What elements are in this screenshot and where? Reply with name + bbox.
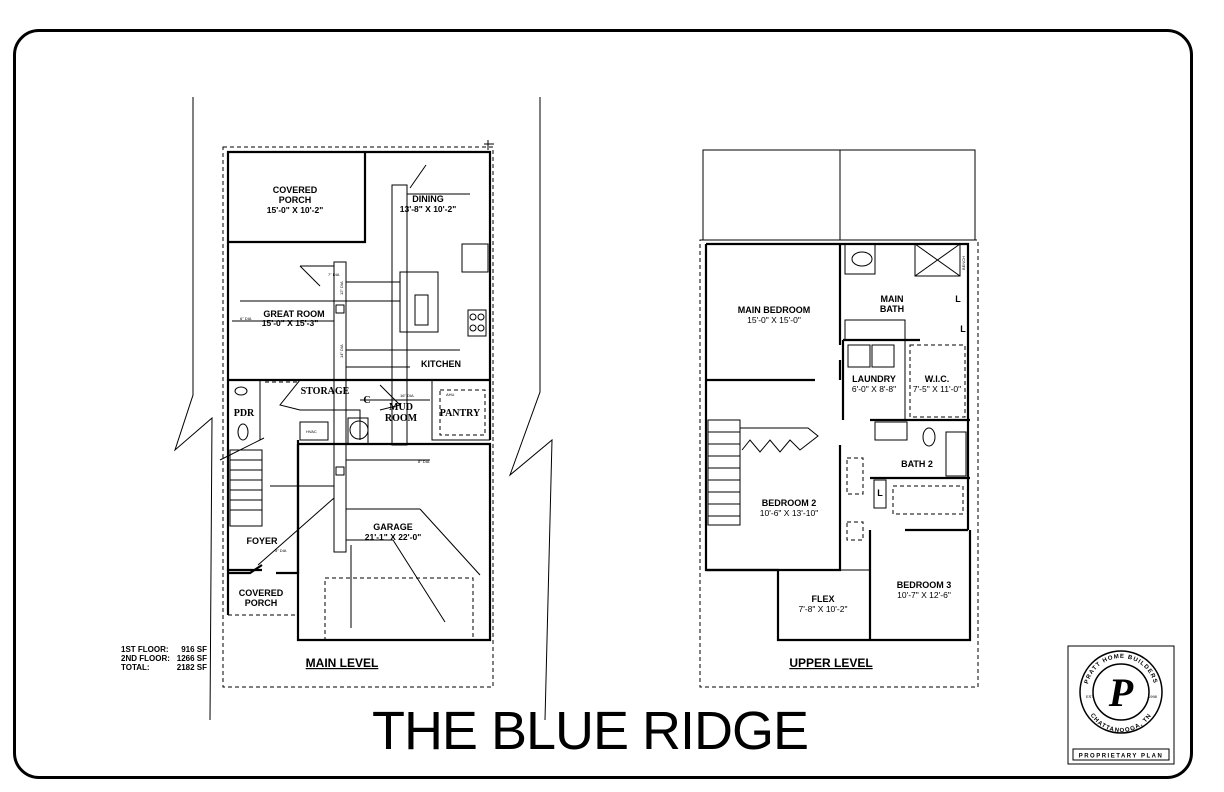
room-label-storage: STORAGE (301, 386, 350, 397)
room-size-great-room: 15'-0" X 15'-3" (262, 318, 319, 328)
duct-label-7: 7" DIA (328, 272, 340, 277)
room-size-covered-porch-rear: 15'-0" X 10'-2" (267, 205, 324, 215)
logo-est-label: EST. (1086, 694, 1094, 699)
room-label-main-bedroom: MAIN BEDROOM (738, 305, 811, 315)
bench-label: BENCH (961, 256, 966, 270)
room-label-laundry: LAUNDRY (852, 374, 896, 384)
second-floor-label: 2ND FLOOR: (121, 654, 170, 663)
room-size-wic: 7'-5" X 11'-0" (913, 384, 961, 394)
total-value: 2182 SF (177, 663, 207, 672)
pratt-home-builders-logo: PRATT HOME BUILDERS CHATTANOOGA, TN P ES… (1067, 645, 1175, 765)
total-label: TOTAL: (121, 663, 150, 672)
room-label-mud-room-2: ROOM (385, 413, 418, 424)
room-label-mud-room: MUD (389, 402, 413, 413)
room-label-wic: W.I.C. (925, 374, 950, 384)
logo-footer: PROPRIETARY PLAN (1079, 754, 1164, 760)
duct-label-14: 14" DIA (339, 344, 344, 358)
main-level-plan: COVERED PORCH 15'-0" X 10'-2" DINING 13'… (222, 140, 494, 688)
room-label-covered-porch-front-2: PORCH (245, 598, 278, 608)
room-label-bedroom-3: BEDROOM 3 (897, 580, 952, 590)
duct-label-8: 8" DIA (418, 459, 430, 464)
main-level-label: MAIN LEVEL (306, 656, 379, 670)
room-size-laundry: 6'-0" X 8'-8" (852, 384, 896, 394)
room-label-covered-porch-rear: COVERED (273, 185, 318, 195)
room-label-flex: FLEX (811, 594, 834, 604)
linen-label: L (877, 488, 883, 498)
room-label-covered-porch-front: COVERED (239, 588, 284, 598)
upper-level-label: UPPER LEVEL (789, 656, 872, 670)
second-floor-value: 1266 SF (177, 654, 207, 663)
room-size-bedroom-3: 10'-7" X 12'-6" (897, 590, 951, 600)
room-label-main-bath: MAIN (881, 294, 904, 304)
ahu-label: AHU (446, 392, 455, 397)
first-floor-label: 1ST FLOOR: (121, 645, 169, 654)
logo-monogram: P (1108, 670, 1134, 715)
room-size-garage: 21'-1" X 22'-0" (365, 532, 422, 542)
room-label-pdr: PDR (234, 408, 255, 419)
break-lines (173, 97, 553, 721)
sheet-border (13, 29, 1193, 779)
room-label-covered-porch-rear-2: PORCH (279, 195, 312, 205)
room-label-bedroom-2: BEDROOM 2 (762, 498, 817, 508)
square-footage-table: 1ST FLOOR: 916 SF 2ND FLOOR: 1266 SF TOT… (121, 645, 207, 672)
duct-label-12: 12" DIA (339, 281, 344, 295)
upper-level-plan: MAIN BEDROOM 15'-0" X 15'-0" MAIN BATH B… (699, 149, 979, 688)
linen-label-main-2: L (960, 324, 966, 334)
room-size-bedroom-2: 10'-6" X 13'-10" (760, 508, 818, 518)
room-label-kitchen: KITCHEN (421, 359, 461, 369)
room-label-main-bath-2: BATH (880, 304, 904, 314)
hvac-label: HVAC (306, 429, 317, 434)
first-floor-value: 916 SF (181, 645, 207, 654)
room-label-foyer: FOYER (246, 536, 278, 546)
room-label-garage: GARAGE (373, 522, 413, 532)
duct-label-16: 16" DIA (400, 393, 414, 398)
duct-label-5: 5" DIA (275, 548, 287, 553)
room-label-great-room: GREAT ROOM (263, 309, 324, 319)
room-label-closet: C (363, 395, 370, 406)
room-label-bath-2: BATH 2 (901, 459, 933, 469)
plan-title: THE BLUE RIDGE (371, 701, 809, 761)
room-size-dining: 13'-8" X 10'-2" (400, 204, 457, 214)
logo-est-year: 1998 (1148, 694, 1158, 699)
duct-label-6: 6" DIA (240, 316, 252, 321)
linen-label-main: L (955, 294, 961, 304)
room-size-flex: 7'-8" X 10'-2" (799, 604, 848, 614)
room-size-main-bedroom: 15'-0" X 15'-0" (747, 315, 801, 325)
room-label-dining: DINING (412, 194, 444, 204)
room-label-pantry: PANTRY (440, 408, 481, 419)
